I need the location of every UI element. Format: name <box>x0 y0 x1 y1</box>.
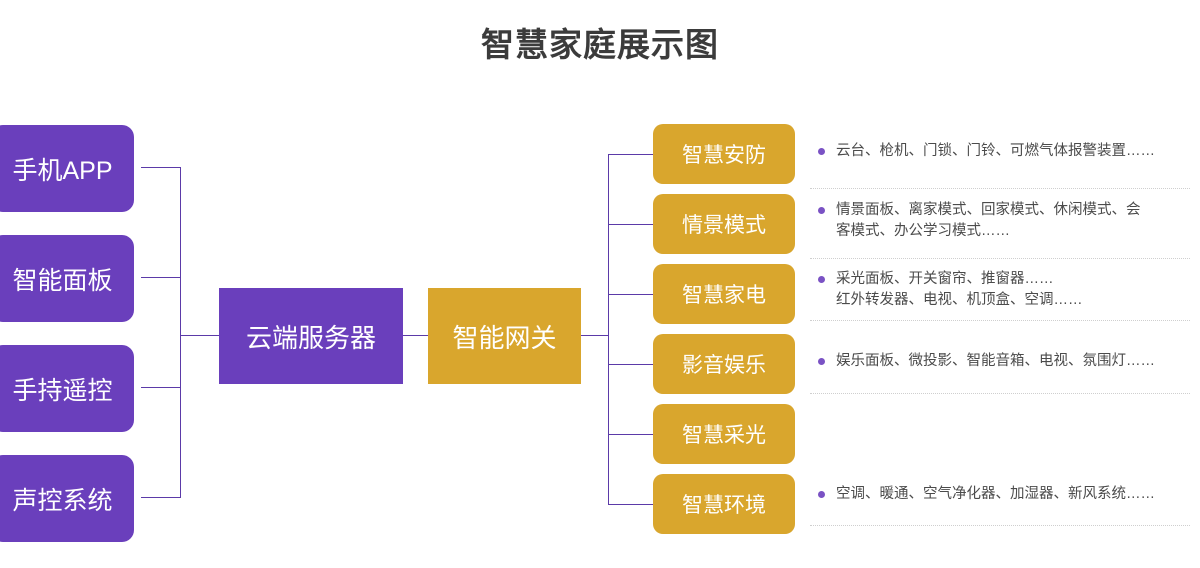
connector-smart-panel <box>141 277 181 278</box>
category-box-environment[interactable]: 智慧环境 <box>653 474 795 534</box>
connector-category-3 <box>608 294 654 295</box>
category-box-label: 智慧采光 <box>682 424 766 447</box>
cloud-server-box[interactable]: 云端服务器 <box>219 288 403 384</box>
bullet-icon <box>818 276 825 283</box>
description-separator <box>810 320 1190 321</box>
connector-gateway-to-trunk <box>581 335 609 336</box>
connector-category-4 <box>608 364 654 365</box>
input-box-label: 手机APP <box>12 156 113 185</box>
bullet-icon <box>818 491 825 498</box>
cloud-server-label: 云端服务器 <box>245 322 376 353</box>
input-box-phone-app[interactable]: 手机APP <box>0 125 134 212</box>
bullet-icon <box>818 148 825 155</box>
description-separator <box>810 188 1190 189</box>
input-box-label: 声控系统 <box>12 486 113 515</box>
category-description-scene-mode: 情景面板、离家模式、回家模式、休闲模式、会 客模式、办公学习模式…… <box>818 200 1188 242</box>
page-title: 智慧家庭展示图 <box>481 26 719 63</box>
category-description-text: 情景面板、离家模式、回家模式、休闲模式、会 客模式、办公学习模式…… <box>836 202 1141 239</box>
connector-category-1 <box>608 154 654 155</box>
bullet-icon <box>818 358 825 365</box>
input-box-smart-panel[interactable]: 智能面板 <box>0 235 134 322</box>
connector-left-trunk <box>180 167 181 498</box>
connector-category-2 <box>608 224 654 225</box>
connector-category-6 <box>608 504 654 505</box>
connector-category-5 <box>608 434 654 435</box>
description-separator <box>810 393 1190 394</box>
category-box-label: 情景模式 <box>682 214 766 237</box>
connector-phone-app <box>141 167 181 168</box>
input-box-voice-control[interactable]: 声控系统 <box>0 455 134 542</box>
input-box-label: 智能面板 <box>12 266 113 295</box>
category-box-label: 智慧安防 <box>682 144 766 167</box>
category-description-text: 空调、暖通、空气净化器、加湿器、新风系统…… <box>836 486 1155 502</box>
connector-handheld-remote <box>141 387 181 388</box>
description-separator <box>810 258 1190 259</box>
category-box-label: 智慧环境 <box>682 494 766 517</box>
smart-gateway-label: 智能网关 <box>452 322 557 353</box>
connector-voice-control <box>141 497 181 498</box>
category-description-av-entertainment: 娱乐面板、微投影、智能音箱、电视、氛围灯…… <box>818 351 1188 372</box>
category-description-text: 娱乐面板、微投影、智能音箱、电视、氛围灯…… <box>836 353 1155 369</box>
category-description-appliances: 采光面板、开关窗帘、推窗器…… 红外转发器、电视、机顶盒、空调…… <box>818 269 1188 311</box>
category-description-environment: 空调、暖通、空气净化器、加湿器、新风系统…… <box>818 484 1188 505</box>
category-box-label: 影音娱乐 <box>682 354 766 377</box>
category-box-appliances[interactable]: 智慧家电 <box>653 264 795 324</box>
category-box-label: 智慧家电 <box>682 284 766 307</box>
category-description-security: 云台、枪机、门锁、门铃、可燃气体报警装置…… <box>818 141 1188 162</box>
bullet-icon <box>818 207 825 214</box>
description-separator <box>810 525 1190 526</box>
smart-gateway-box[interactable]: 智能网关 <box>428 288 581 384</box>
connector-right-trunk <box>608 154 609 505</box>
category-description-text: 采光面板、开关窗帘、推窗器…… 红外转发器、电视、机顶盒、空调…… <box>836 271 1083 308</box>
input-box-label: 手持遥控 <box>12 376 113 405</box>
category-box-lighting[interactable]: 智慧采光 <box>653 404 795 464</box>
connector-trunk-to-server <box>180 335 220 336</box>
category-description-text: 云台、枪机、门锁、门铃、可燃气体报警装置…… <box>836 143 1155 159</box>
category-box-av-entertainment[interactable]: 影音娱乐 <box>653 334 795 394</box>
category-box-security[interactable]: 智慧安防 <box>653 124 795 184</box>
connector-server-to-gateway <box>403 335 429 336</box>
category-box-scene-mode[interactable]: 情景模式 <box>653 194 795 254</box>
input-box-handheld-remote[interactable]: 手持遥控 <box>0 345 134 432</box>
